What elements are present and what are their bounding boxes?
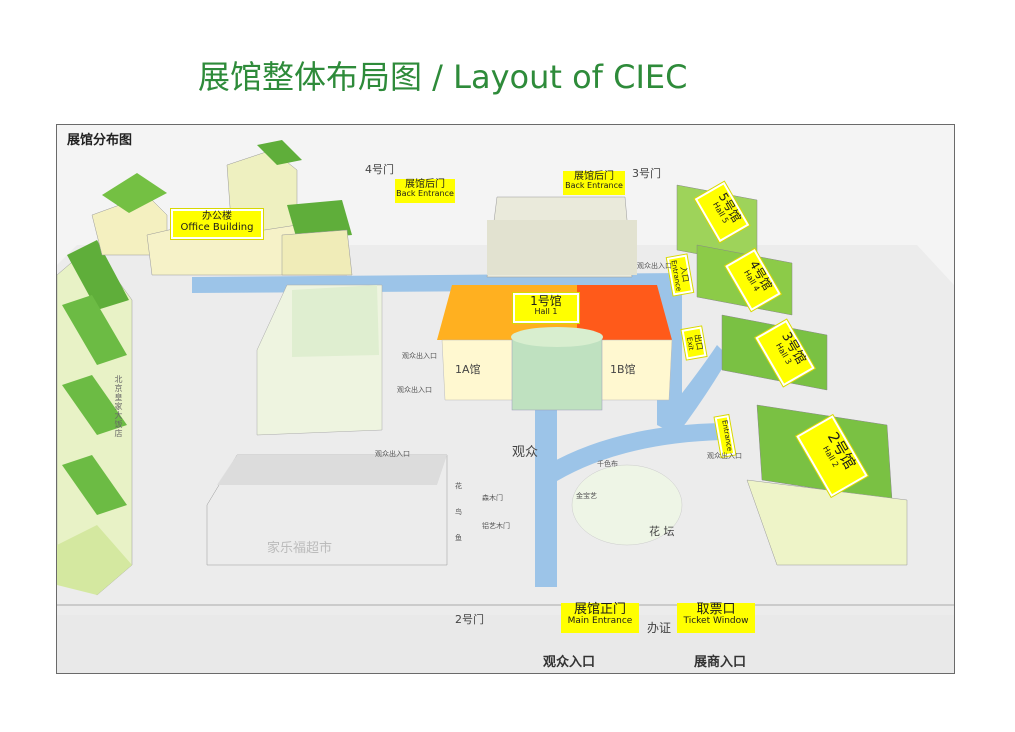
gate-2-label: 2号门 [455,613,484,626]
map-drawing [57,140,954,673]
visitor-entry-label: 观众入口 [543,655,596,670]
hall-1b-label: 1B馆 [610,363,636,376]
venue-map: 展馆分布图 办公楼 Office Building 4号门 展馆后门 Back … [56,124,955,674]
plaza-vertical-2: 鸟 [455,508,462,516]
main-entrance-zh: 展馆正门 [573,602,626,617]
back-entrance-left-zh: 展馆后门 [405,179,445,190]
back-entrance-left-label[interactable]: 展馆后门 Back Entrance [395,179,455,203]
plaza-item-3: 金宝艺 [576,492,597,500]
hotel-label: 北京皇家大饭店 [114,375,123,438]
plaza-item-2: 铝艺木门 [482,522,510,530]
plaza-vertical-1: 花 [455,482,462,490]
visitor-gate-1: 观众出入口 [402,352,437,360]
hall-1-zh: 1号馆 [530,294,562,308]
gate-3-label: 3号门 [632,167,661,180]
office-building-label[interactable]: 办公楼 Office Building [171,209,263,239]
hall-1a-label: 1A馆 [455,363,481,376]
back-entrance-right-en: Back Entrance [565,181,623,190]
office-building-en: Office Building [180,222,254,233]
page-title: 展馆整体布局图 / Layout of CIEC [198,58,688,96]
visitor-gate-4: 观众出入口 [637,262,672,270]
plaza-item-1: 森木门 [482,494,503,502]
back-entrance-right-label[interactable]: 展馆后门 Back Entrance [563,171,625,195]
hall-1-en: Hall 1 [534,307,558,317]
main-entrance-label[interactable]: 展馆正门 Main Entrance [561,602,639,633]
gate-4-label: 4号门 [365,163,394,176]
ticket-window-en: Ticket Window [683,616,749,627]
office-card-label: 办证 [647,621,672,635]
visitor-gate-2: 观众出入口 [397,386,432,394]
map-heading: 展馆分布图 [67,133,133,148]
flower-bed-label: 花 坛 [649,525,675,538]
visitor-gate-3: 观众出入口 [375,450,410,458]
ticket-window-label[interactable]: 取票口 Ticket Window [677,602,755,633]
main-entrance-en: Main Entrance [567,616,633,627]
plaza-item-4: 千色布 [597,460,618,468]
ticket-window-zh: 取票口 [696,602,736,617]
back-entrance-left-en: Back Entrance [396,189,454,198]
visitor-gate-5: 观众出入口 [707,452,742,460]
office-building-zh: 办公楼 [202,211,232,222]
supermarket-label: 家乐福超市 [267,541,333,556]
exhibitor-entry-label: 展商入口 [694,655,747,670]
plaza-label: 观众 [512,445,539,460]
hall-1-label[interactable]: 1号馆 Hall 1 [513,293,579,323]
plaza-vertical-3: 鱼 [455,534,462,542]
back-entrance-right-zh: 展馆后门 [574,171,614,182]
